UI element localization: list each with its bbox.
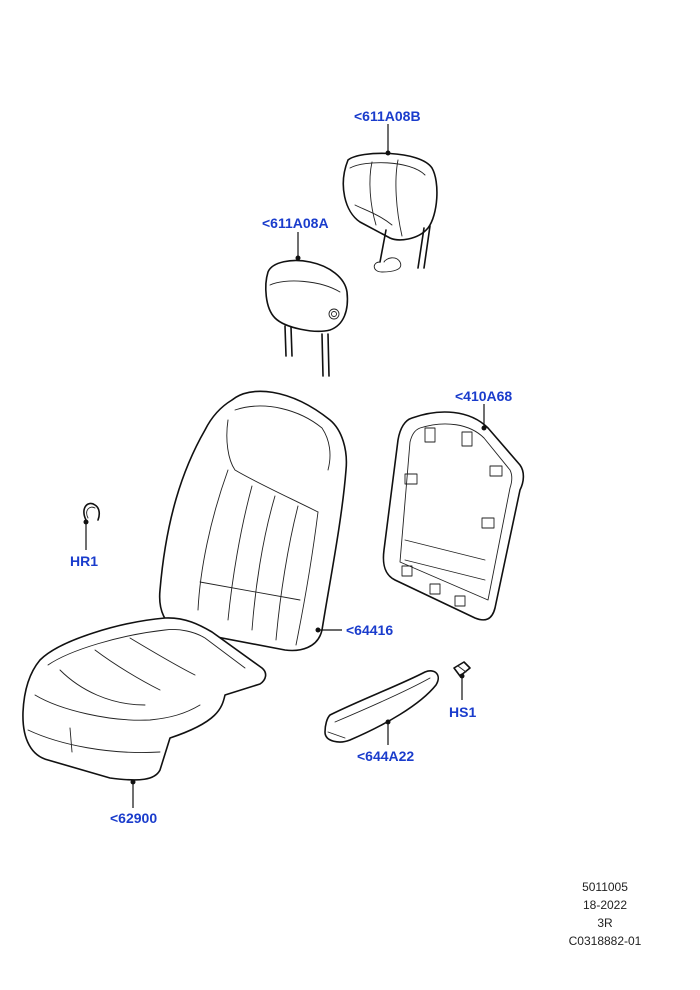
reference-line-2: 18-2022 — [582, 898, 628, 912]
backrest-cover-part-label[interactable]: <64416 — [346, 622, 394, 638]
headrest-b-illustration[interactable] — [342, 150, 438, 273]
reference-line-1: 5011005 — [582, 880, 628, 894]
back-panel-part-label[interactable]: <410A68 — [455, 388, 513, 404]
retaining-clip-illustration[interactable] — [83, 502, 101, 525]
headrest-a-part-label[interactable]: <611A08A — [262, 215, 329, 231]
headrest-a-illustration[interactable] — [265, 255, 349, 377]
diagram-reference-block: 5011005 18-2022 3R C0318882-01 — [540, 878, 670, 950]
side-shield-part-label[interactable]: <644A22 — [357, 748, 415, 764]
headrest-sleeve-part-label[interactable]: HS1 — [449, 704, 477, 720]
reference-line-4: C0318882-01 — [568, 934, 642, 948]
backrest-cover-illustration[interactable] — [158, 390, 348, 652]
side-shield-illustration[interactable] — [324, 670, 440, 743]
back-panel-illustration[interactable] — [382, 411, 525, 621]
headrest-sleeve-illustration[interactable] — [453, 661, 471, 679]
cushion-cover-part-label[interactable]: <62900 — [110, 810, 158, 826]
cushion-cover-illustration[interactable] — [22, 617, 267, 785]
reference-line-3: 3R — [597, 916, 613, 930]
headrest-b-part-label[interactable]: <611A08B — [354, 108, 421, 124]
retaining-clip-part-label[interactable]: HR1 — [70, 553, 99, 569]
